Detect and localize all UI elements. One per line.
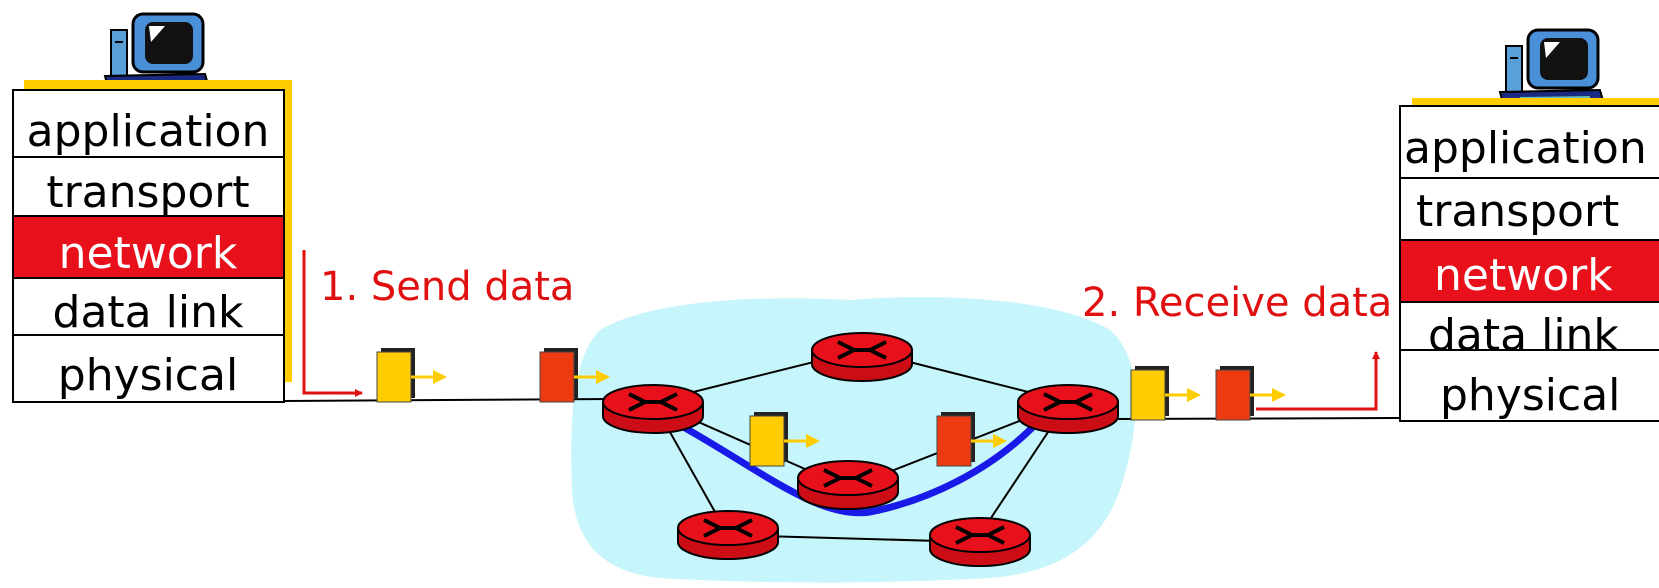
layer-application: application: [1404, 123, 1647, 174]
packet-icon: [539, 348, 610, 403]
packet-icon: [376, 348, 447, 403]
right-host: application transport network data link …: [1399, 28, 1659, 422]
router-icon: [929, 517, 1031, 567]
receive-arrow: [1256, 351, 1380, 411]
router-icon: [1017, 384, 1119, 434]
layer-transport: transport: [46, 167, 249, 218]
layer-network: network: [1434, 250, 1613, 301]
receive-label: 2. Receive data: [1082, 280, 1392, 326]
layer-data-link: data link: [53, 287, 244, 338]
router-icon: [602, 384, 704, 434]
layer-application: application: [27, 106, 270, 157]
left-host: application transport network data link …: [12, 12, 292, 403]
layer-network: network: [59, 228, 238, 279]
network-layer-highlight: [13, 216, 284, 278]
layer-transport: transport: [1416, 186, 1619, 237]
send-arrow: [302, 250, 363, 397]
router-icon: [677, 510, 779, 560]
layer-physical: physical: [58, 350, 238, 401]
packet-icon: [1215, 366, 1286, 421]
router-icon: [797, 460, 899, 510]
packet-icon: [1130, 366, 1201, 421]
layer-data-link: data link: [1428, 310, 1619, 361]
routing-path: [681, 421, 1039, 517]
network-layer-highlight: [1400, 240, 1659, 302]
layer-physical: physical: [1440, 370, 1620, 421]
packet-icon: [936, 412, 1007, 467]
send-label: 1. Send data: [320, 264, 574, 310]
router-icon: [811, 332, 913, 382]
computer-icon: [1498, 28, 1606, 110]
packet-icon: [749, 412, 820, 467]
